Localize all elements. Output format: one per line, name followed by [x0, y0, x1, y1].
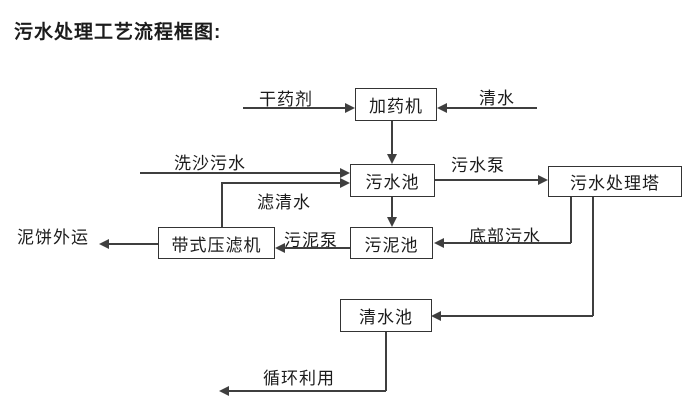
node-treatment-tower: 污水处理塔	[548, 166, 682, 197]
node-dosing-machine: 加药机	[355, 88, 437, 121]
line-tower-to-clean-pool	[441, 315, 593, 317]
arrow-left-icon	[275, 243, 285, 253]
line-sewage-to-sludge-pool	[391, 197, 393, 218]
line-sewage-pump	[435, 179, 539, 181]
node-sewage-pool: 污水池	[350, 164, 435, 197]
line-sand-washing-sewage	[140, 172, 341, 174]
line-mud-cake	[109, 243, 158, 245]
line-dry-agent	[243, 107, 346, 109]
arrow-left-icon	[219, 386, 229, 396]
node-belt-filter-press: 带式压滤机	[158, 227, 275, 259]
arrow-left-icon	[434, 238, 444, 248]
line-filtered-water-riser	[221, 182, 223, 227]
line-bottom-sewage	[444, 242, 571, 244]
label-clean-water: 清水	[479, 89, 515, 108]
arrow-down-icon	[387, 217, 397, 227]
diagram-title: 污水处理工艺流程框图:	[14, 22, 222, 43]
label-sand-washing-sewage: 洗沙污水	[174, 154, 246, 173]
line-clean-water	[447, 107, 537, 109]
arrow-right-icon	[340, 178, 350, 188]
arrow-right-icon	[538, 175, 548, 185]
arrow-left-icon	[437, 103, 447, 113]
label-sludge-pump: 污泥泵	[284, 231, 338, 250]
label-mud-cake-transport: 泥饼外运	[17, 228, 89, 247]
node-sludge-pool: 污泥池	[350, 227, 433, 259]
label-bottom-sewage: 底部污水	[469, 227, 541, 246]
line-recycling-riser	[385, 332, 387, 391]
line-bottom-sewage-riser	[570, 197, 572, 243]
line-recycling	[229, 390, 386, 392]
line-tower-to-clean-pool-riser	[592, 197, 594, 316]
node-clean-water-pool: 清水池	[340, 299, 432, 332]
line-sludge-pump	[284, 247, 350, 249]
arrow-left-icon	[99, 239, 109, 249]
arrow-left-icon	[431, 311, 441, 321]
line-filtered-water	[221, 182, 341, 184]
arrow-down-icon	[387, 154, 397, 164]
label-dry-agent: 干药剂	[259, 90, 313, 109]
label-recycling: 循环利用	[263, 369, 335, 388]
arrow-right-icon	[345, 103, 355, 113]
line-dosing-to-sewage-pool	[391, 121, 393, 156]
arrow-right-icon	[340, 168, 350, 178]
label-filtered-water: 滤清水	[257, 193, 311, 212]
label-sewage-pump: 污水泵	[451, 156, 505, 175]
